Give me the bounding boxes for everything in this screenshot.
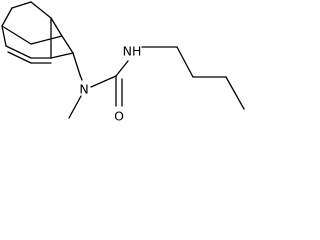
bond-ring-12 [1,25,32,45]
bond-c1-c2 [176,46,194,78]
amide-nh-label: NH [123,44,142,59]
bond-ring-6 [72,52,81,76]
bond-ring-1 [1,7,13,27]
bond-c3-c4 [225,76,245,110]
amine-group: N [68,74,117,119]
bond-ring-13 [30,35,63,45]
bond-ring-2 [11,1,32,9]
bond-ring-10 [50,52,74,59]
bond-ring-to-n [79,74,83,81]
amine-nitrogen-label: N [79,82,88,97]
bond-n-methyl [68,95,82,119]
bond-ring-double [7,51,32,64]
bond-ring-8 [5,45,32,59]
bond-ring-5 [61,35,74,54]
butyl-amide-group: NH [123,44,245,110]
bond-n-carbonyl [90,75,117,88]
bicyclic-ring [1,1,81,76]
bond-ring-4 [50,17,63,37]
bond-ring-7 [1,25,7,47]
carbonyl-group: O [114,60,129,124]
molecule-structure: N O NH [1,1,245,124]
carbonyl-oxygen-label: O [114,109,124,124]
bond-ring-3 [30,1,52,19]
bond-c-nh [115,60,129,77]
